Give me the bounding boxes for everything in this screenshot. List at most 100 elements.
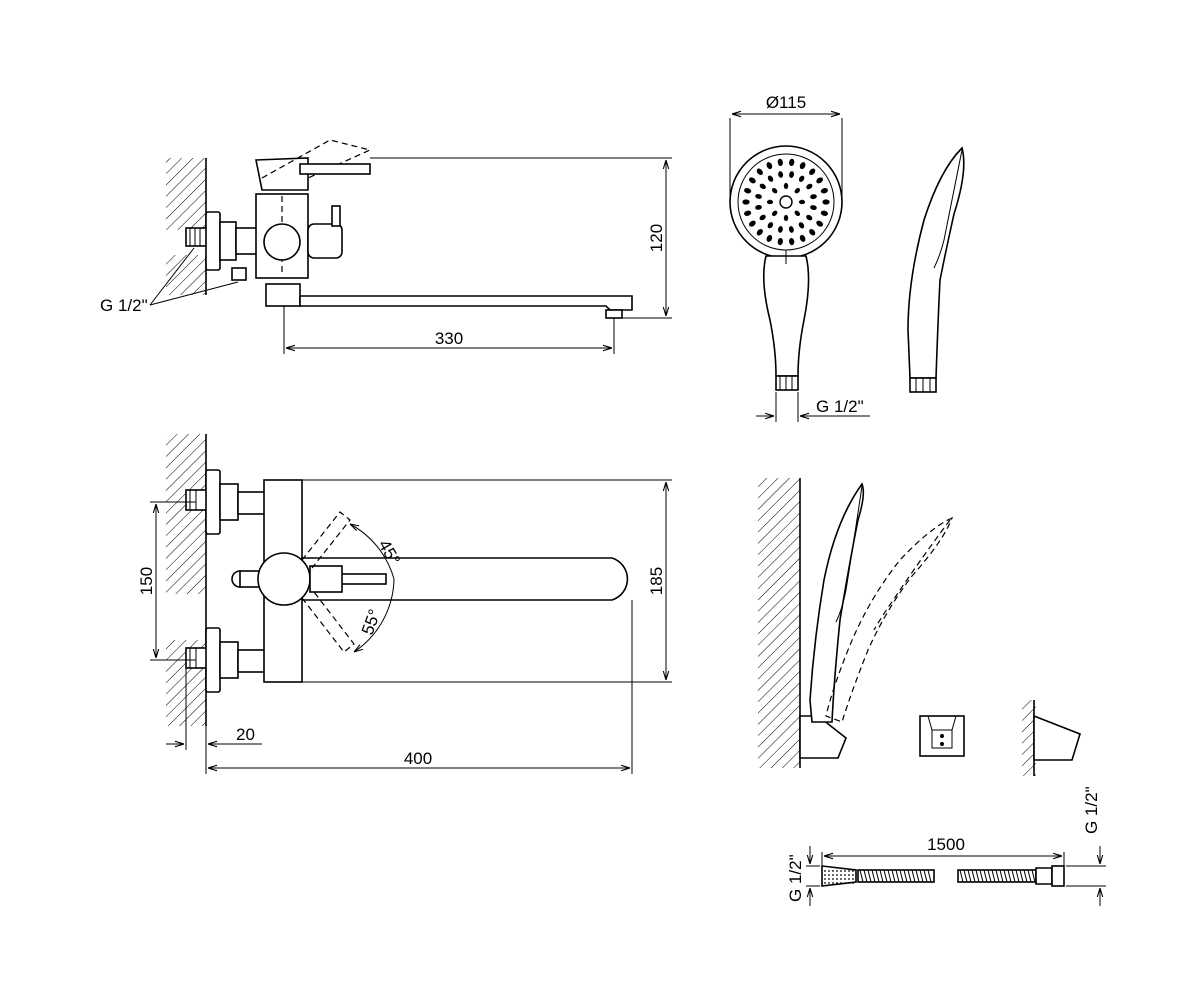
- wall-holder-views: [758, 478, 1081, 776]
- mixer-top-view: 45° 55° 185 150 20 400: [137, 434, 672, 774]
- knurl-dot: [828, 874, 830, 876]
- hose-coil-line: [1011, 869, 1016, 883]
- spray-hole: [798, 175, 805, 182]
- hose-coil-line: [859, 869, 864, 883]
- spray-hole: [783, 182, 789, 190]
- dim-inlet-thread: G 1/2": [100, 296, 148, 315]
- shower-handle: [762, 255, 810, 377]
- hose-coil-line: [963, 869, 968, 883]
- spray-hole: [789, 158, 795, 167]
- spray-hole: [789, 171, 795, 178]
- knurl-dot: [836, 882, 838, 884]
- spray-hole: [748, 177, 756, 184]
- knurl-dot: [852, 870, 854, 872]
- spray-hole: [789, 237, 795, 246]
- dim-hose-thread-right: G 1/2": [1082, 786, 1101, 834]
- diverter-knob: [263, 223, 301, 261]
- dim-inlet-spacing: 150: [137, 567, 156, 595]
- hose-coil-line: [979, 869, 984, 883]
- hose-coil-line: [967, 869, 972, 883]
- knurl-dot: [832, 874, 834, 876]
- spray-hole: [744, 210, 752, 216]
- dim-lever-angle-down: 55°: [358, 607, 385, 638]
- spray-hole: [810, 205, 817, 211]
- spray-hole: [778, 171, 784, 178]
- knurl-dot: [844, 874, 846, 876]
- hose-coil-line: [1027, 869, 1032, 883]
- knurl-dot: [836, 874, 838, 876]
- knurl-dot: [824, 882, 826, 884]
- knurl-dot: [832, 878, 834, 880]
- spray-hole: [755, 204, 762, 210]
- hose-coil-line: [1023, 869, 1028, 883]
- dim-spout-length: 330: [435, 329, 463, 348]
- spray-hole: [798, 199, 806, 205]
- spray-hole: [742, 199, 750, 205]
- spray-hole: [759, 214, 766, 221]
- spray-hole: [756, 168, 763, 176]
- spray-hole: [794, 210, 800, 216]
- hose-coil-line: [875, 869, 880, 883]
- spray-hole: [816, 220, 824, 227]
- hose-coil-line: [923, 869, 928, 883]
- spray-hole: [772, 210, 778, 216]
- knurl-dot: [844, 882, 846, 884]
- spray-hole: [788, 226, 794, 233]
- spray-hole: [783, 214, 789, 222]
- knurl-dot: [848, 870, 850, 872]
- hose-coil-line: [887, 869, 892, 883]
- spout-top: [301, 557, 629, 601]
- spray-hole: [772, 188, 778, 194]
- knurl-dot: [844, 878, 846, 880]
- inlet-rosette: [205, 211, 221, 271]
- hose-coil-line: [919, 869, 924, 883]
- knurl-dot: [828, 870, 830, 872]
- handle-knob: [257, 552, 311, 606]
- hose-coil-line: [959, 869, 964, 883]
- knurl-dot: [848, 874, 850, 876]
- spray-hole: [777, 237, 783, 246]
- hose-coil-line: [1019, 869, 1024, 883]
- spray-hole: [744, 188, 752, 194]
- hose-coil-line: [995, 869, 1000, 883]
- spray-hole: [799, 162, 806, 170]
- knurl-dot: [832, 870, 834, 872]
- spray-hole: [767, 222, 774, 229]
- holder-side: [1033, 714, 1081, 761]
- knurl-dot: [852, 882, 854, 884]
- knurl-dot: [828, 878, 830, 880]
- hose-coil-line: [1015, 869, 1020, 883]
- spray-hole: [820, 210, 828, 216]
- wall-hatch: [166, 158, 206, 230]
- knurl-dot: [840, 874, 842, 876]
- knurl-dot: [836, 870, 838, 872]
- dim-mixer-height: 120: [647, 224, 666, 252]
- spray-hole: [806, 183, 813, 190]
- knurl-dot: [848, 878, 850, 880]
- dim-wall-offset: 20: [236, 725, 255, 744]
- spray-hole: [756, 228, 763, 236]
- spray-hole: [779, 195, 793, 209]
- hose-coil-line: [903, 869, 908, 883]
- dim-total-depth: 185: [647, 567, 666, 595]
- knurl-dot: [840, 870, 842, 872]
- hose-coil-line: [895, 869, 900, 883]
- hose-coil-line: [867, 869, 872, 883]
- spray-hole: [794, 188, 800, 194]
- handshower-front-view: Ø115 G 1/2": [729, 93, 870, 422]
- spray-hole: [816, 177, 824, 184]
- mixer-side-view: 120 330 G 1/2": [100, 139, 672, 354]
- knurl-dot: [844, 870, 846, 872]
- spout: [299, 295, 633, 311]
- dim-head-diameter: Ø115: [766, 93, 806, 112]
- inlet-thread: [185, 227, 209, 247]
- knurl-dot: [848, 882, 850, 884]
- knurl-dot: [828, 882, 830, 884]
- knurl-dot: [852, 874, 854, 876]
- spray-hole: [748, 220, 756, 227]
- spray-hole: [766, 234, 773, 242]
- spray-hole: [822, 199, 830, 205]
- spray-hole: [820, 188, 828, 194]
- hose-view: 1500 G 1/2" G 1/2": [786, 786, 1106, 906]
- hose-coil-line: [971, 869, 976, 883]
